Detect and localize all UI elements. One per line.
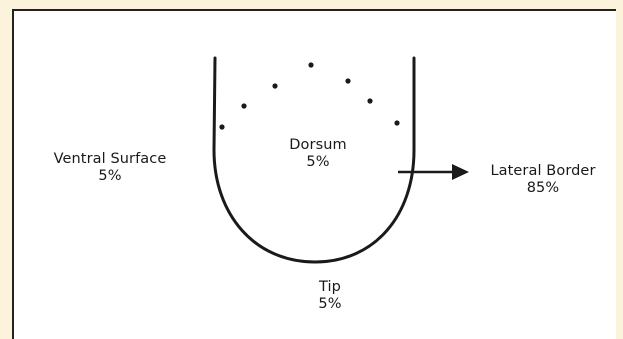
dorsum-value: 5% — [306, 154, 330, 170]
lateral-arrow-head — [452, 164, 469, 180]
dorsum-name: Dorsum — [289, 137, 347, 153]
papillae-dots — [219, 62, 400, 130]
tongue-outline — [212, 56, 416, 264]
dorsum-label: Dorsum 5% — [270, 137, 366, 171]
dot-3 — [272, 83, 278, 89]
ventral-surface-label: Ventral Surface 5% — [40, 151, 180, 185]
figure-panel — [12, 9, 616, 339]
ventral-surface-name: Ventral Surface — [53, 151, 167, 167]
tip-label: Tip 5% — [290, 279, 370, 313]
dot-7 — [394, 120, 400, 126]
lateral-border-label: Lateral Border 85% — [482, 163, 604, 197]
tongue-diagram — [212, 56, 469, 264]
ventral-surface-value: 5% — [98, 168, 122, 184]
tip-value: 5% — [318, 296, 342, 312]
dot-1 — [219, 124, 225, 130]
dot-2 — [241, 103, 247, 109]
lateral-border-name: Lateral Border — [490, 163, 596, 179]
dot-6 — [367, 98, 373, 104]
tip-name: Tip — [319, 279, 341, 295]
dot-4 — [308, 62, 314, 68]
lateral-border-value: 85% — [526, 180, 560, 196]
dot-5 — [345, 78, 351, 84]
